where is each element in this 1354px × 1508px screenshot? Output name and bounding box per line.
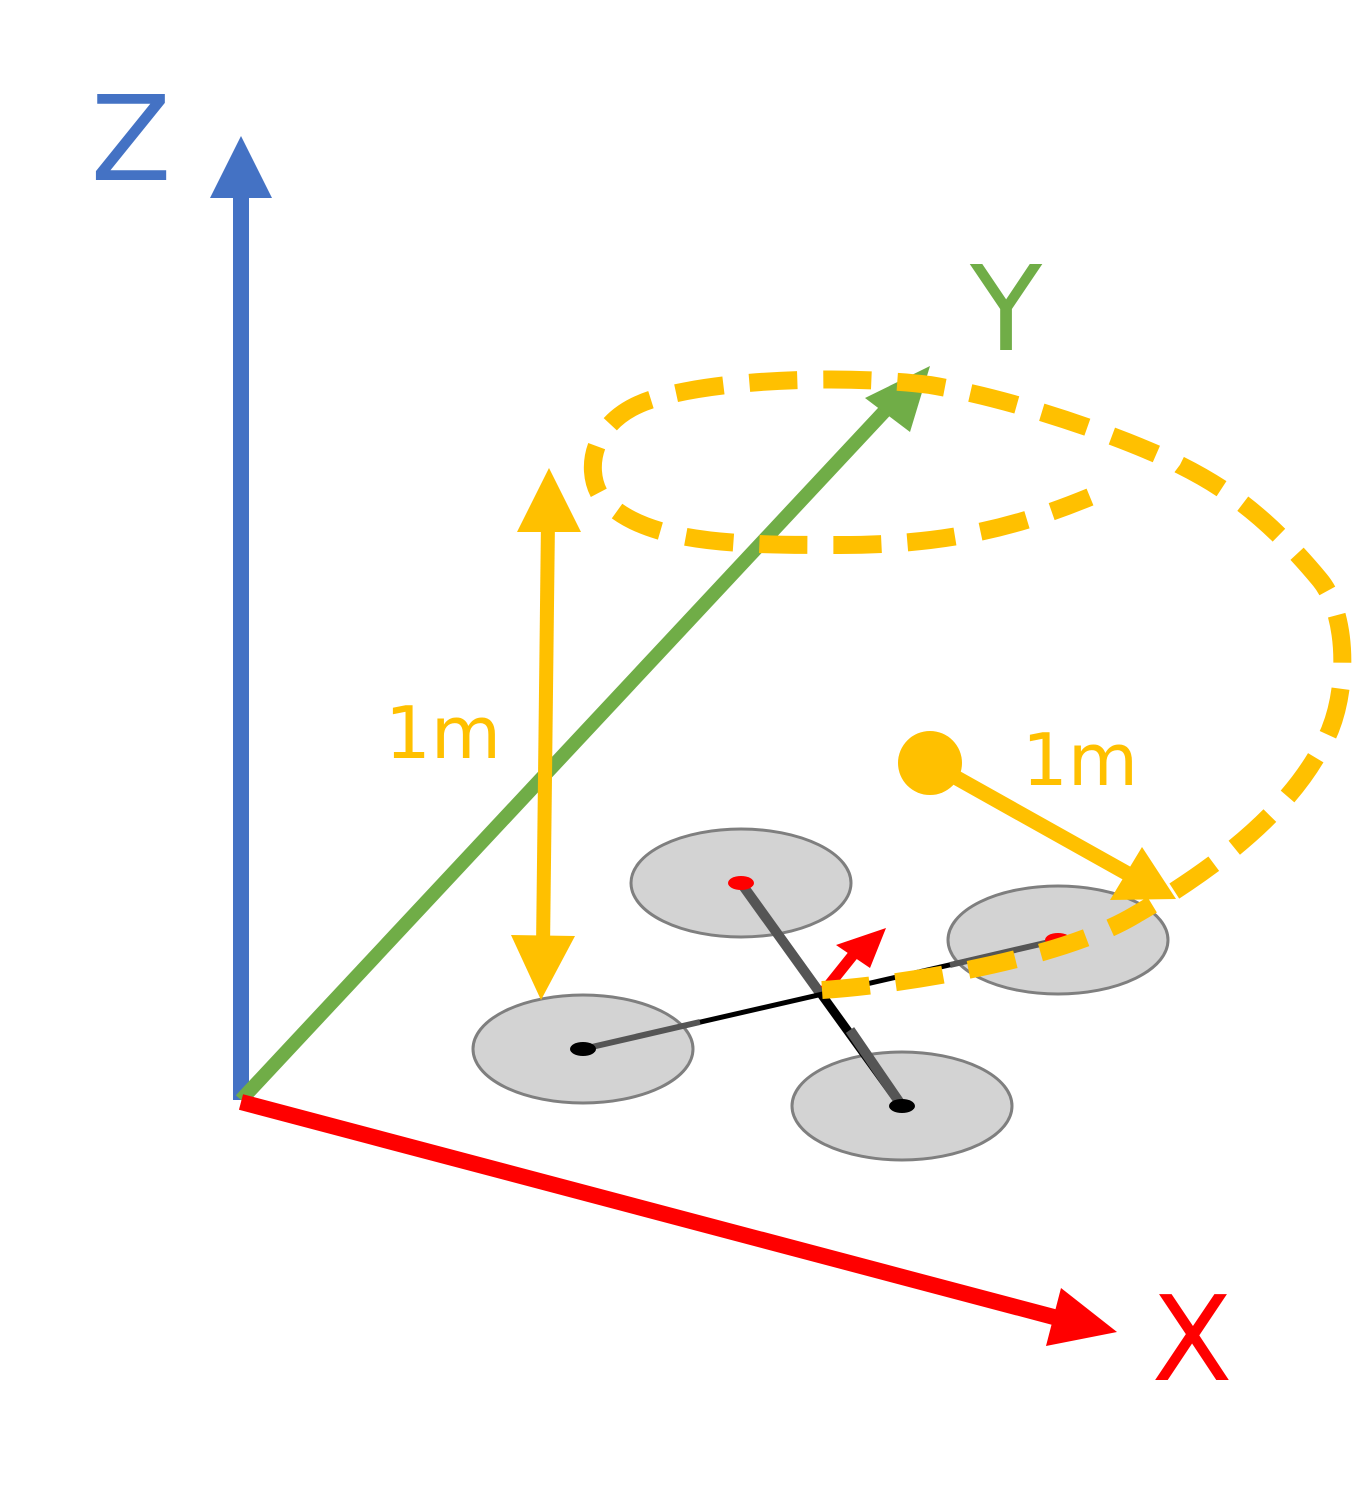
z-axis <box>210 136 272 1100</box>
height-label: 1m <box>385 691 501 775</box>
z-axis-label: Z <box>91 70 172 208</box>
drone <box>471 827 1170 1162</box>
radius-dimension-arrow <box>898 731 1176 900</box>
drone-arm <box>845 1027 907 1109</box>
x-axis-arrowhead <box>1046 1288 1117 1346</box>
radius-label: 1m <box>1022 718 1138 802</box>
z-axis-arrowhead <box>210 136 272 198</box>
drone-arm <box>736 880 825 996</box>
motor-front-right <box>889 1099 915 1113</box>
motor-back-left <box>728 876 754 890</box>
drone-arm <box>582 1019 701 1052</box>
x-axis <box>238 1094 1117 1346</box>
height-dimension-arrow <box>511 468 581 1000</box>
trajectory-path <box>583 370 1352 999</box>
y-axis-label: Y <box>969 240 1043 378</box>
motor-front-left <box>570 1042 596 1056</box>
x-axis-label: X <box>1152 1270 1233 1408</box>
